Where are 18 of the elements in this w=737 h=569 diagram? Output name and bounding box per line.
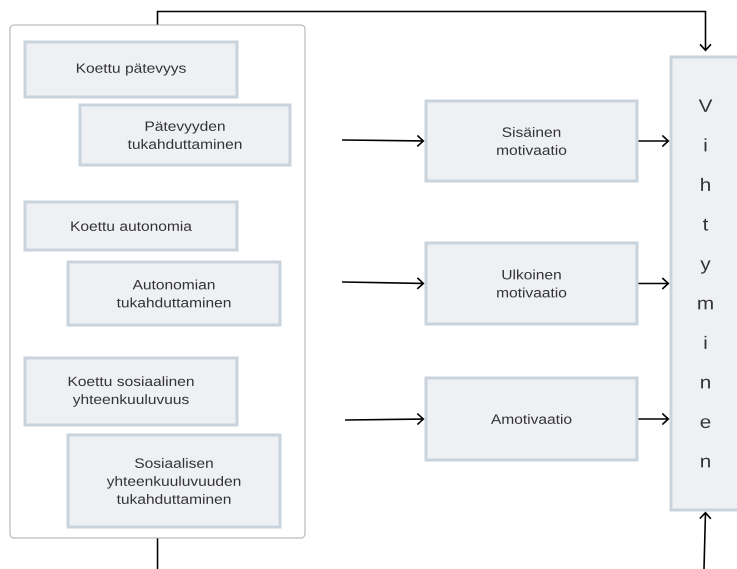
arrow: [156, 10, 712, 52]
arrow: [342, 134, 424, 147]
arrow: [342, 277, 424, 290]
outcome-box: Vihtyminen: [670, 56, 737, 512]
concept-box: Sisäinen motivaatio: [424, 100, 638, 182]
arrow: [699, 512, 712, 569]
concept-box: Autonomian tukahduttaminen: [66, 260, 282, 326]
concept-box: Amotivaatio: [424, 376, 638, 462]
concept-box: Sosiaalisen yhteenkuuluvuuden tukahduttaminen: [66, 434, 282, 528]
concept-box: Koettu sosiaalinen yhteenkuuluvuus: [24, 356, 238, 426]
concept-box: Pätevyyden tukahduttaminen: [78, 104, 292, 166]
concept-box: Ulkoinen motivaatio: [424, 242, 638, 326]
arrow: [345, 412, 424, 426]
arrow: [638, 412, 670, 426]
concept-box: Koettu autonomia: [24, 200, 238, 252]
concept-box: Koettu pätevyys: [24, 40, 238, 98]
arrow: [638, 277, 670, 290]
arrow: [638, 134, 670, 148]
